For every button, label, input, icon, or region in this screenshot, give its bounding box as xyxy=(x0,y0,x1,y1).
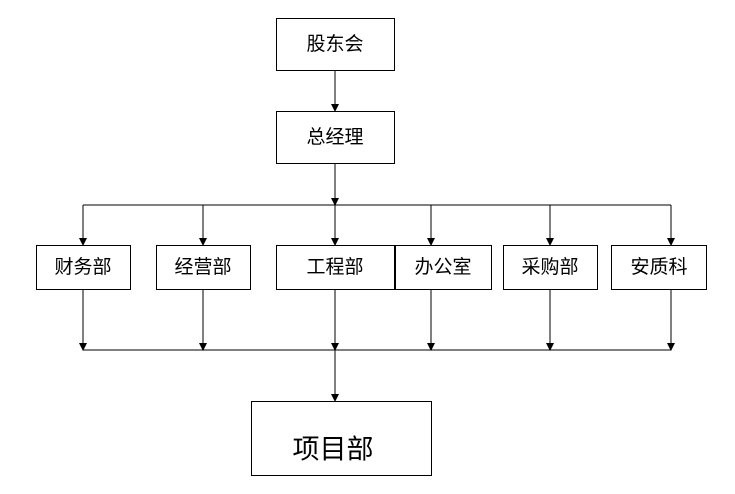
node-box xyxy=(251,401,432,476)
node-label-dept-safety-quality: 安质科 xyxy=(630,256,687,278)
node-box xyxy=(395,245,492,290)
node-dept-office: 办公室 xyxy=(395,245,492,290)
node-box xyxy=(36,245,131,290)
node-label-dept-finance: 财务部 xyxy=(54,256,111,278)
node-label-general-manager: 总经理 xyxy=(306,126,363,148)
node-label-project-dept: 项目部 xyxy=(293,435,374,466)
node-general-manager: 总经理 xyxy=(276,111,395,164)
node-dept-safety-quality: 安质科 xyxy=(611,245,707,290)
node-project-dept: 项目部 xyxy=(251,401,432,476)
node-box xyxy=(276,245,395,290)
node-label-dept-purchasing: 采购部 xyxy=(521,256,578,278)
node-label-dept-engineering: 工程部 xyxy=(306,256,363,278)
node-shareholders: 股东会 xyxy=(276,18,395,71)
node-label-shareholders: 股东会 xyxy=(306,33,363,55)
connectors xyxy=(79,70,675,402)
node-label-dept-operations: 经营部 xyxy=(174,256,231,278)
node-box xyxy=(611,245,707,290)
node-box xyxy=(503,245,598,290)
node-dept-finance: 财务部 xyxy=(36,245,131,290)
node-box xyxy=(276,111,395,164)
node-box xyxy=(156,245,251,290)
node-dept-operations: 经营部 xyxy=(156,245,251,290)
node-label-dept-office: 办公室 xyxy=(414,256,471,278)
node-dept-engineering: 工程部 xyxy=(276,245,395,290)
node-box xyxy=(276,18,395,71)
node-dept-purchasing: 采购部 xyxy=(503,245,598,290)
